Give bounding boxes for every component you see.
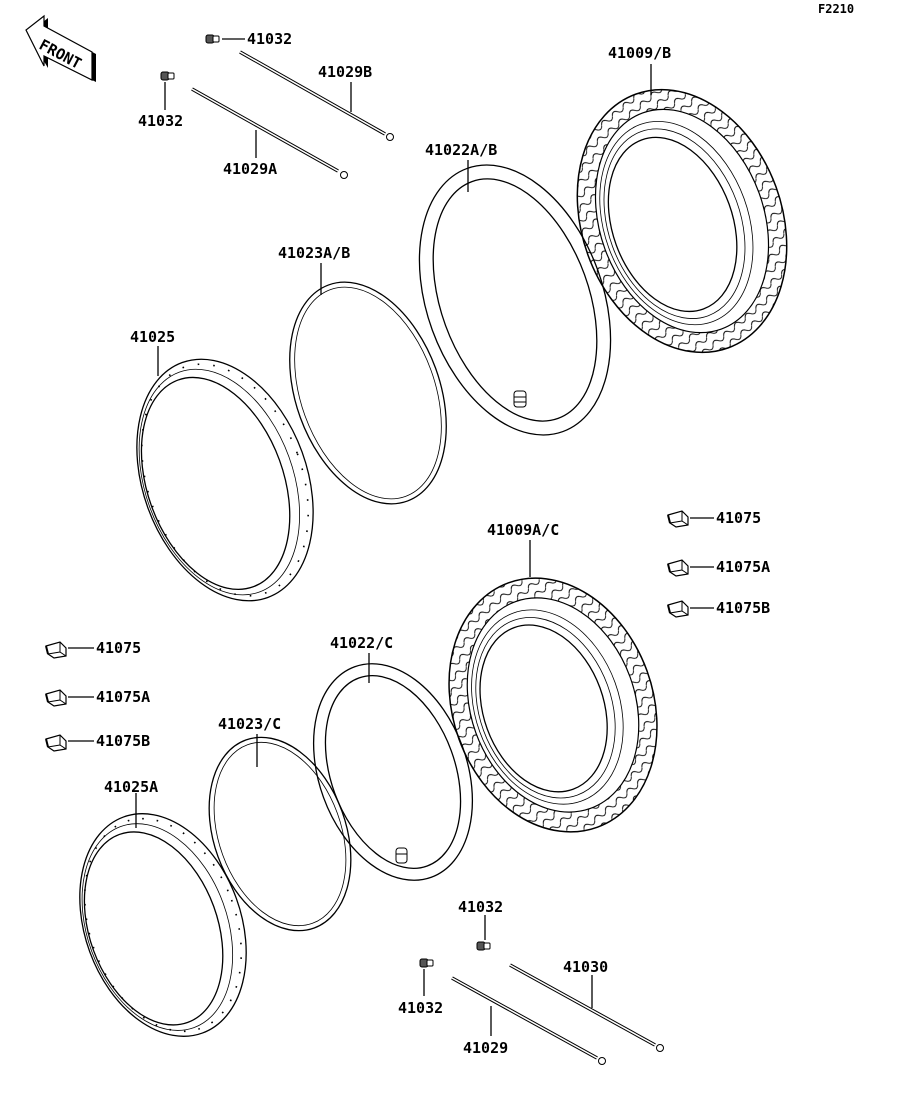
label-nipple-bottom-right: 41032 (458, 898, 503, 916)
rim-upper[interactable] (105, 334, 345, 625)
label-valve-l2: 41075A (96, 688, 150, 706)
tube-upper[interactable] (384, 138, 645, 461)
label-nipple-top-right: 41032 (247, 30, 292, 48)
front-arrow-icon: FRONT (25, 14, 96, 82)
rim-lower[interactable] (50, 790, 275, 1059)
label-rim-band-lower: 41023/C (218, 715, 281, 733)
valve-cap-41075a-left[interactable] (45, 689, 67, 707)
tire-upper[interactable] (542, 60, 822, 382)
diagram-code: F2210 (818, 2, 854, 16)
label-nipple-top-left: 41032 (138, 112, 183, 130)
valve-stem-lower (395, 847, 408, 864)
label-valve-l3: 41075B (96, 732, 150, 750)
label-spoke-30: 41030 (563, 958, 608, 976)
nipple-top-left[interactable] (160, 71, 175, 81)
valve-cap-41075a-right[interactable] (667, 559, 689, 577)
valve-cap-41075b-left[interactable] (45, 734, 67, 752)
valve-cap-41075-right[interactable] (667, 510, 689, 528)
label-tire-lower: 41009A/C (487, 521, 559, 539)
spoke-41029a[interactable] (191, 87, 348, 179)
spoke-41029b[interactable] (239, 50, 394, 141)
label-spoke-a: 41029A (223, 160, 277, 178)
rim-band-upper[interactable] (261, 260, 475, 525)
label-rim-upper: 41025 (130, 328, 175, 346)
tire-lower[interactable] (415, 549, 692, 862)
label-valve-l1: 41075 (96, 639, 141, 657)
label-valve-r1: 41075 (716, 509, 761, 527)
rim-band-lower[interactable] (184, 717, 376, 950)
label-spoke-b: 41029B (318, 63, 372, 81)
spoke-41029[interactable] (451, 976, 606, 1065)
label-spoke-29: 41029 (463, 1039, 508, 1057)
nipple-top-right[interactable] (205, 34, 220, 44)
valve-stem-upper (513, 390, 527, 408)
label-valve-r2: 41075A (716, 558, 770, 576)
label-rim-band-upper: 41023A/B (278, 244, 350, 262)
nipple-bottom-left[interactable] (419, 958, 434, 968)
label-tube-upper: 41022A/B (425, 141, 497, 159)
label-tube-lower: 41022/C (330, 634, 393, 652)
label-valve-r3: 41075B (716, 599, 770, 617)
valve-cap-41075b-right[interactable] (667, 600, 689, 618)
valve-cap-41075-left[interactable] (45, 641, 67, 659)
spoke-41030[interactable] (509, 963, 664, 1052)
label-tire-upper: 41009/B (608, 44, 671, 62)
nipple-bottom-right[interactable] (476, 941, 491, 951)
label-nipple-bottom-left: 41032 (398, 999, 443, 1017)
label-rim-lower: 41025A (104, 778, 158, 796)
